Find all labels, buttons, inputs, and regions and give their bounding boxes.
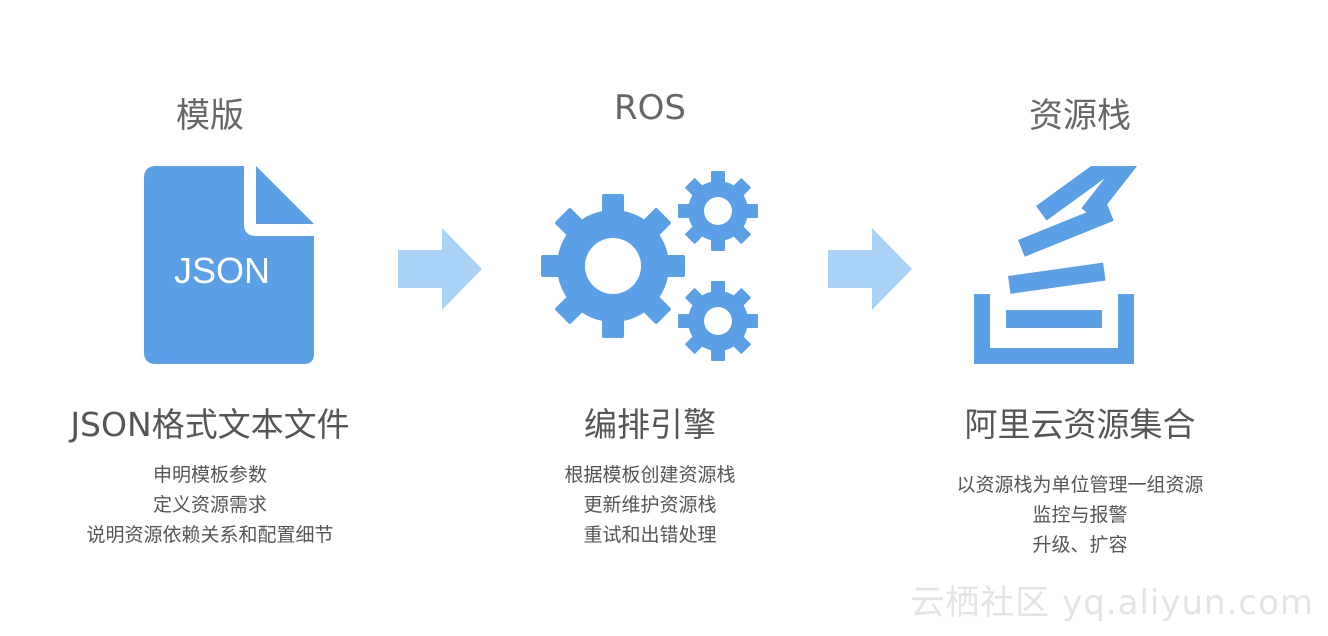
- desc-line: 更新维护资源栈: [583, 494, 717, 516]
- stage-subtitle: 编排引擎: [584, 405, 716, 444]
- json-file-icon: JSON: [144, 166, 314, 364]
- stage-subtitle: JSON格式文本文件: [70, 405, 350, 444]
- stage-description: 以资源栈为单位管理一组资源 监控与报警 升级、扩容: [890, 470, 1270, 560]
- stage-subtitle: 阿里云资源集合: [964, 405, 1196, 444]
- stage-description: 申明模板参数 定义资源需求 说明资源依赖关系和配置细节: [20, 460, 400, 550]
- desc-line: 升级、扩容: [1032, 534, 1128, 556]
- desc-line: 申明模板参数: [152, 464, 267, 486]
- stage-title: 模版: [176, 96, 244, 136]
- desc-line: 重试和出错处理: [583, 524, 717, 546]
- desc-line: 根据模板创建资源栈: [564, 464, 736, 486]
- gears-icon: [541, 171, 758, 361]
- stage-title: ROS: [614, 88, 686, 128]
- desc-line: 定义资源需求: [152, 494, 267, 516]
- desc-line: 说明资源依赖关系和配置细节: [86, 524, 334, 546]
- stage-description: 根据模板创建资源栈 更新维护资源栈 重试和出错处理: [460, 460, 840, 550]
- desc-line: 监控与报警: [1032, 504, 1128, 526]
- arrow-right-icon: [398, 228, 482, 310]
- json-file-label: JSON: [174, 250, 270, 291]
- arrow-right-icon: [828, 228, 912, 310]
- stage-title: 资源栈: [1029, 96, 1131, 136]
- watermark: 云栖社区 yq.aliyun.com: [910, 583, 1314, 623]
- desc-line: 以资源栈为单位管理一组资源: [956, 474, 1204, 496]
- stack-icon: [974, 166, 1148, 364]
